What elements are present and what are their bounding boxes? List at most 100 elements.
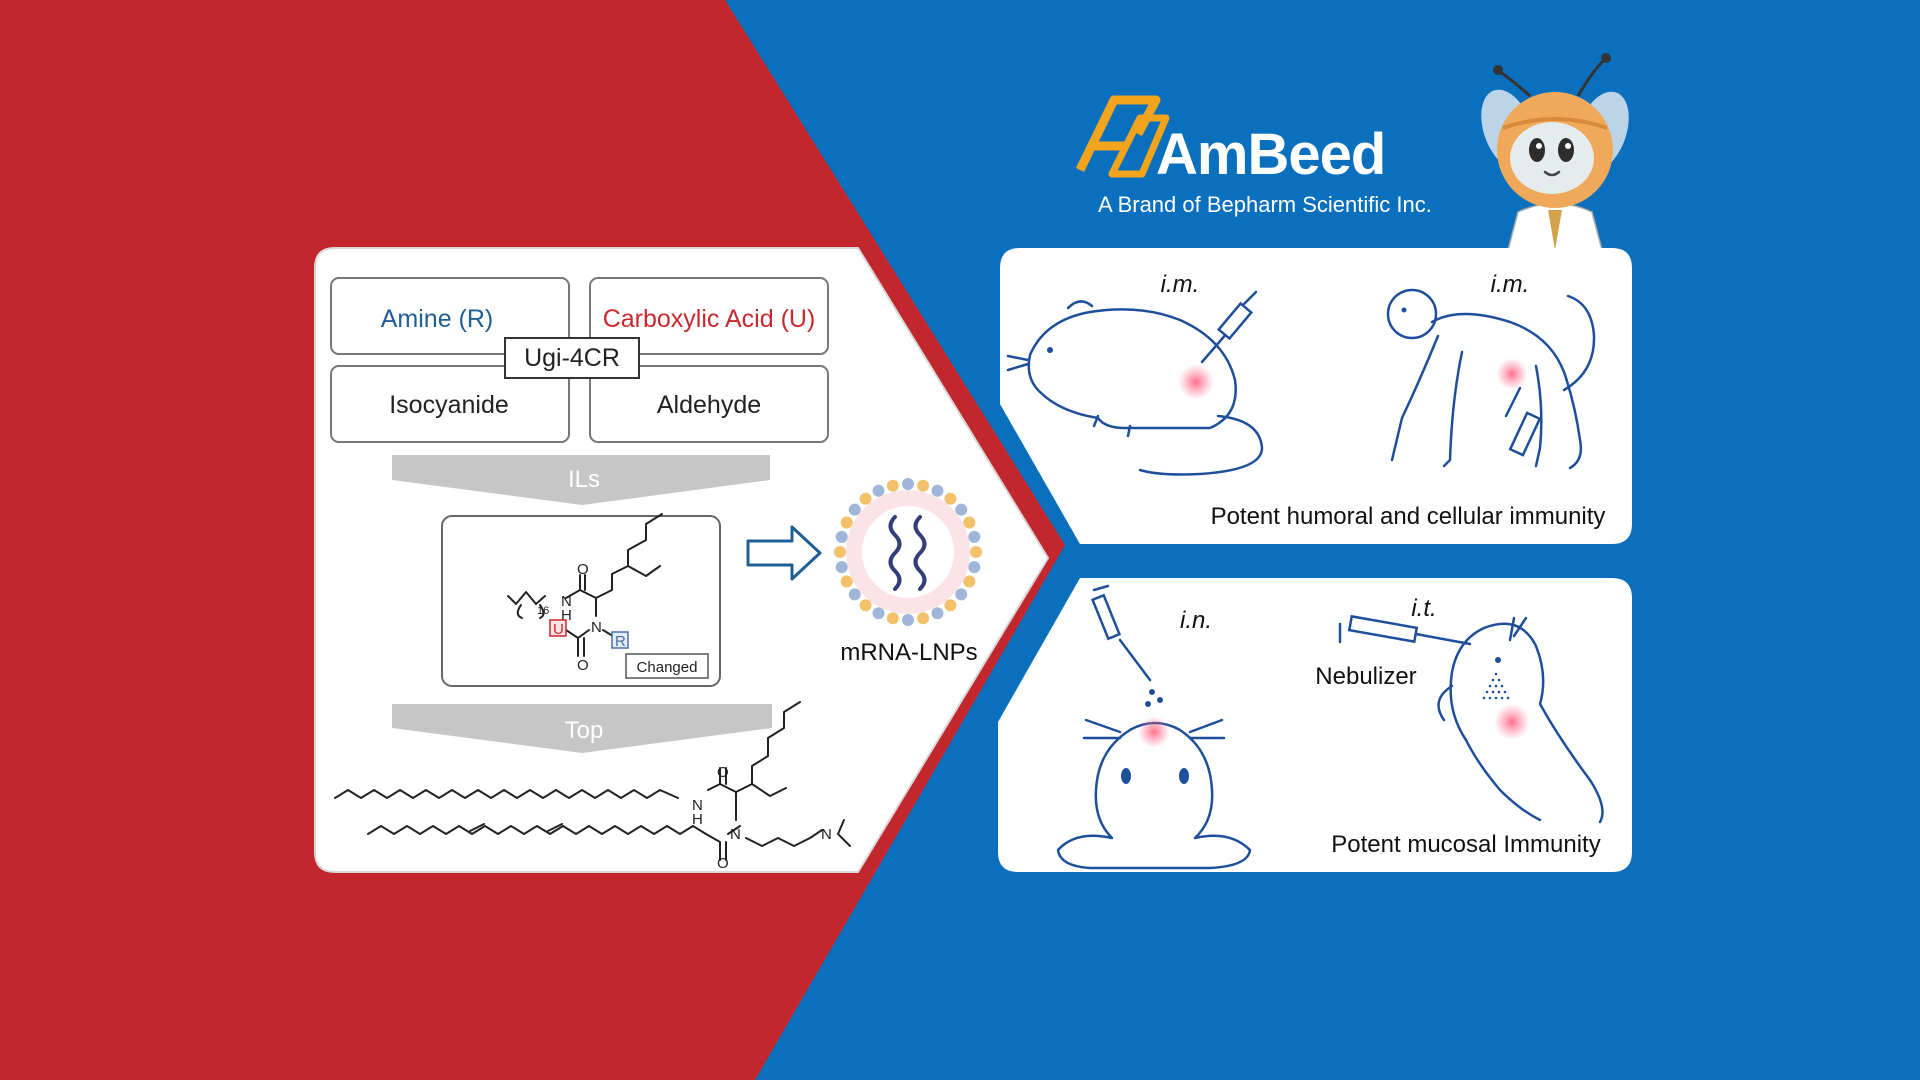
amine-label: Amine (R) — [381, 305, 494, 333]
aerosol-dot — [1494, 684, 1498, 688]
ugi-reaction-box — [504, 337, 640, 379]
tracheal-site — [1494, 704, 1530, 740]
aerosol-dot — [1503, 690, 1507, 694]
structure-oxygen-bottom: O — [577, 657, 589, 674]
lipid-head-dot — [835, 530, 848, 543]
mouse-injection-site — [1178, 364, 1214, 400]
nebulizer-syringe-icon — [1338, 614, 1472, 646]
carboxylic-acid-label: Carboxylic Acid (U) — [603, 305, 816, 333]
aldehyde-box — [589, 365, 829, 443]
systemic-immunity-caption: Potent humoral and cellular immunity — [1211, 503, 1606, 530]
lipid-head-dot — [848, 588, 861, 601]
lipid-head-dot — [848, 503, 861, 516]
aerosol-dot — [1494, 672, 1498, 676]
aerosol-dot — [1500, 684, 1504, 688]
u-substituent-label: U — [553, 621, 564, 638]
ambeed-logo: AmBeed A Brand of Bepharm Scientific Inc… — [1075, 95, 1432, 217]
ils-label: ILs — [568, 466, 600, 493]
aerosol-dot — [1488, 684, 1492, 688]
lipid-head-dot — [917, 479, 930, 492]
r-substituent-label: R — [615, 633, 626, 650]
lipid-structure-box — [441, 515, 721, 687]
lipid-structure — [507, 513, 663, 657]
lipid-head-dot — [859, 492, 872, 505]
lipid-head-dot — [872, 607, 885, 620]
lnp-particle-icon — [834, 478, 982, 626]
mucosal-immunity-panel-background — [998, 578, 1632, 872]
lipid-head-dot — [872, 484, 885, 497]
ugi-reaction-label: Ugi-4CR — [524, 344, 620, 372]
lipid-head-dot — [835, 561, 848, 574]
monkey-icon — [1386, 288, 1596, 470]
lipid-head-dot — [859, 599, 872, 612]
lipid-head-dot — [840, 575, 853, 588]
aerosol-dot — [1506, 696, 1510, 700]
systemic-immunity-panel: i.m. i.m. Pot — [1000, 248, 1632, 544]
ambeed-logo-mark-icon — [1075, 95, 1170, 178]
top-structure-nh-n: N — [692, 797, 703, 814]
mouse-syringe-icon — [1200, 290, 1258, 364]
lipid-head-dot — [886, 612, 899, 625]
mucosal-immunity-panel: i.n. i.t. Nebulizer — [998, 578, 1632, 872]
structure-nitrogen: N — [591, 619, 602, 636]
aerosol-dot — [1494, 696, 1498, 700]
aerosol-dot — [1497, 678, 1501, 682]
aerosol-dot — [1482, 696, 1486, 700]
lipid-head-dot — [970, 546, 982, 558]
lipid-head-dot — [944, 492, 957, 505]
aerosol-dot — [1491, 690, 1495, 694]
mouse-route-label: i.m. — [1161, 271, 1200, 298]
amine-box — [330, 277, 570, 355]
tracheal-route-label: i.t. — [1411, 595, 1436, 622]
mouse-icon — [1006, 300, 1264, 476]
lipid-head-dot — [931, 484, 944, 497]
nasal-route-label: i.n. — [1180, 607, 1212, 634]
lipid-head-dot — [944, 599, 957, 612]
mrna-lnp-label: mRNA-LNPs — [840, 639, 977, 666]
changed-label: Changed — [637, 659, 698, 676]
lipid-head-dot — [931, 607, 944, 620]
nasal-site — [1138, 716, 1170, 748]
brand-tagline: A Brand of Bepharm Scientific Inc. — [1098, 192, 1432, 217]
lipid-head-dot — [902, 614, 914, 626]
monkey-syringe-icon — [1504, 386, 1542, 457]
lipid-head-dot — [968, 530, 981, 543]
synthesis-panel: Amine (R) Carboxylic Acid (U) Isocyanide… — [314, 247, 1050, 873]
arrow-right-icon — [746, 525, 822, 581]
lipid-head-dot — [963, 575, 976, 588]
monkey-injection-site — [1496, 358, 1528, 390]
aerosol-dot — [1488, 696, 1492, 700]
top-lipid-structure — [334, 701, 851, 861]
mouse-head-icon — [1056, 718, 1252, 870]
structure-oxygen-top: O — [577, 561, 589, 578]
rat-icon — [1437, 616, 1604, 824]
monkey-route-label: i.m. — [1491, 271, 1530, 298]
aerosol-dot — [1491, 678, 1495, 682]
lipid-head-dot — [834, 546, 846, 558]
carboxylic-acid-box — [589, 277, 829, 355]
top-structure-nitrogen: N — [730, 826, 741, 843]
top-label: Top — [565, 717, 604, 744]
lipid-head-dot — [955, 503, 968, 516]
structure-nh-h: H — [561, 607, 572, 624]
lipid-head-dot — [840, 516, 853, 529]
aerosol-dot — [1497, 690, 1501, 694]
mucosal-immunity-caption: Potent mucosal Immunity — [1331, 831, 1600, 858]
lipid-head-dot — [902, 478, 914, 490]
lipid-head-dot — [963, 516, 976, 529]
top-structure-nh-h: H — [692, 811, 703, 828]
r-substituent-box — [611, 631, 629, 649]
lipid-head-dot — [917, 612, 930, 625]
dropper-icon — [1090, 584, 1163, 707]
structure-chain-count: 16 — [537, 605, 549, 617]
lipid-head-dot — [968, 561, 981, 574]
brand-name: AmBeed — [1156, 122, 1385, 187]
top-structure-oxygen-top: O — [717, 764, 729, 781]
top-structure-oxygen-bottom: O — [717, 855, 729, 872]
ils-chevron — [392, 455, 770, 505]
lipid-head-dot — [955, 588, 968, 601]
aerosol-dot — [1500, 696, 1504, 700]
isocyanide-box — [330, 365, 570, 443]
aerosol-dot — [1485, 690, 1489, 694]
